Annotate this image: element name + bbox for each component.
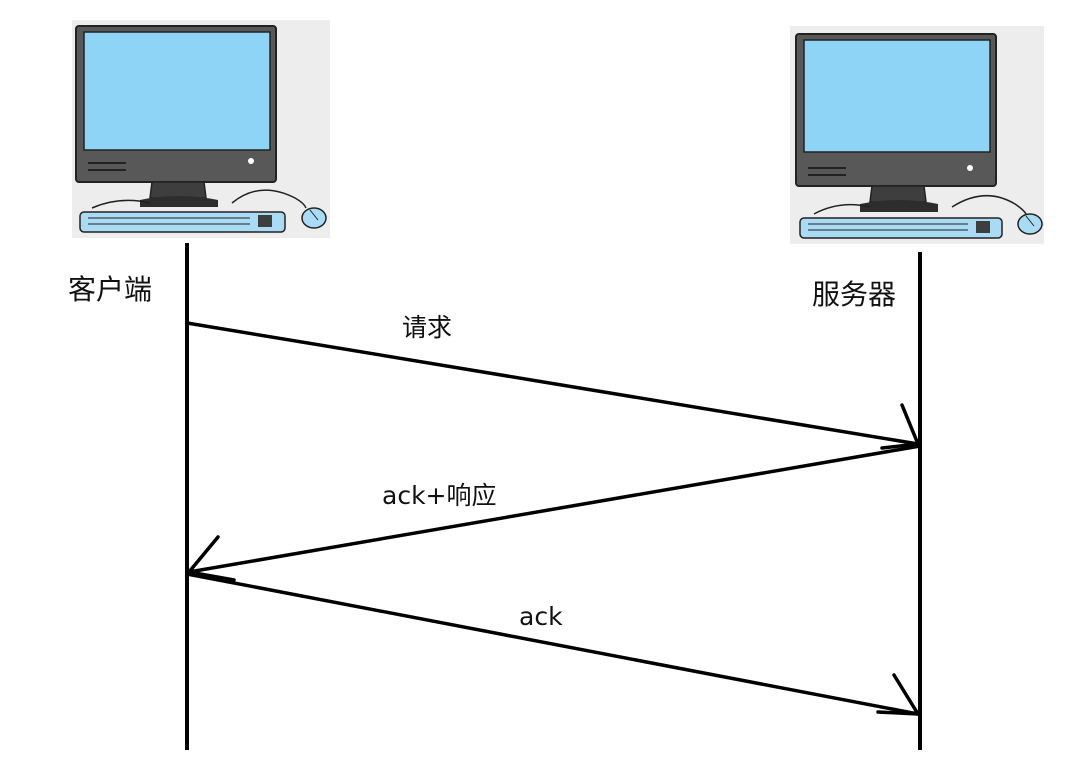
message-arrow-ack-response [189,446,920,580]
server-computer-icon [790,26,1044,244]
message-arrow-ack [187,574,918,714]
message-label-request: 请求 [402,308,452,344]
message-label-ack-response: ack+响应 [382,476,497,512]
client-computer-icon [72,20,330,238]
server-label: 服务器 [812,273,896,313]
client-label: 客户端 [68,268,152,308]
message-arrow-request [187,323,918,448]
message-label-ack: ack [519,602,563,631]
